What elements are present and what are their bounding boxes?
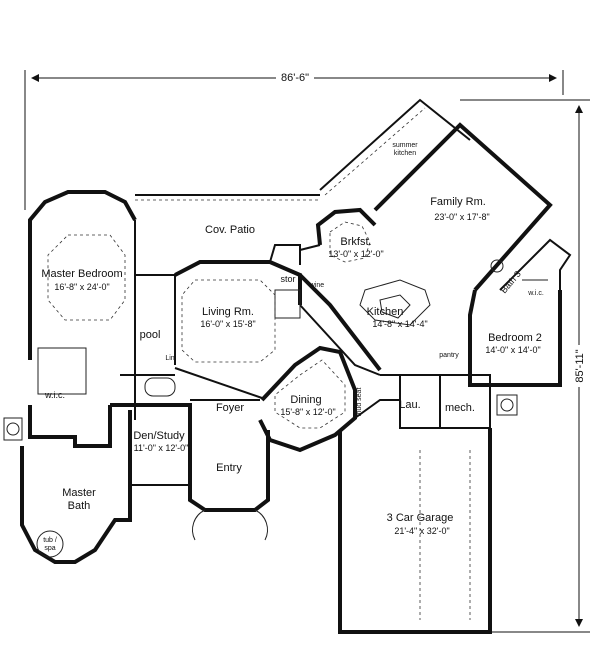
fixtures [3,259,548,620]
label-wic-master: w.i.c. [44,390,65,400]
size-living-room: 16'-0" x 15'-8" [200,319,255,329]
label-kitchen: Kitchen [367,306,404,318]
label-master-bath-1: Master [62,487,96,499]
label-foyer: Foyer [216,402,244,414]
size-brkfst: 13'-0" x 12'-0" [328,249,383,259]
label-pantry: pantry [439,352,459,359]
label-summer-kitchen-1: summer [392,142,418,149]
label-brkfst: Brkfst. [340,236,371,248]
label-wine: wine [309,282,325,289]
exterior-walls [20,98,572,634]
label-lin: Lin. [165,355,176,362]
label-summer-kitchen-2: kitchen [394,150,416,157]
label-garage: 3 Car Garage [387,512,454,524]
label-laundry: Lau. [399,399,420,411]
overall-width-dimension: 86'-6" [24,70,564,210]
label-pool: pool [140,329,161,341]
label-dining: Dining [290,394,321,406]
size-bedroom-2: 14'-0" x 14'-0" [485,345,540,355]
label-living-room: Living Rm. [202,306,254,318]
label-stor: stor [280,274,295,284]
label-tub-2: spa [44,545,55,552]
label-master-bath-2: Bath [68,500,91,512]
label-bedroom-2: Bedroom 2 [488,332,542,344]
label-master-bedroom: Master Bedroom [41,268,122,280]
size-family-room: 23'-0" x 17'-8" [434,212,489,222]
label-mud-seat: mud seat [356,388,363,417]
label-tub-1: tub / [43,537,57,544]
label-bath3: Bath 3 [499,269,523,295]
size-master-bedroom: 16'-8" x 24'-0" [54,282,109,292]
label-den-study: Den/Study [133,430,185,442]
size-dining: 15'-8" x 12'-0" [280,407,335,417]
ceiling-outlines [47,107,426,429]
label-entry: Entry [216,462,242,474]
size-kitchen: 14'-8" x 14'-4" [372,319,427,329]
overall-depth-dimension: 85'-11" [440,99,590,633]
size-garage: 21'-4" x 32'-0" [394,526,449,536]
overall-width-label: 86'-6" [281,72,309,84]
label-wic-small: w.i.c. [527,290,544,297]
size-den-study: 11'-0" x 12'-0" [134,443,189,453]
label-family-room: Family Rm. [430,196,486,208]
label-cov-patio: Cov. Patio [205,224,255,236]
label-mech: mech. [445,402,475,414]
overall-depth-label: 85'-11" [574,349,586,382]
